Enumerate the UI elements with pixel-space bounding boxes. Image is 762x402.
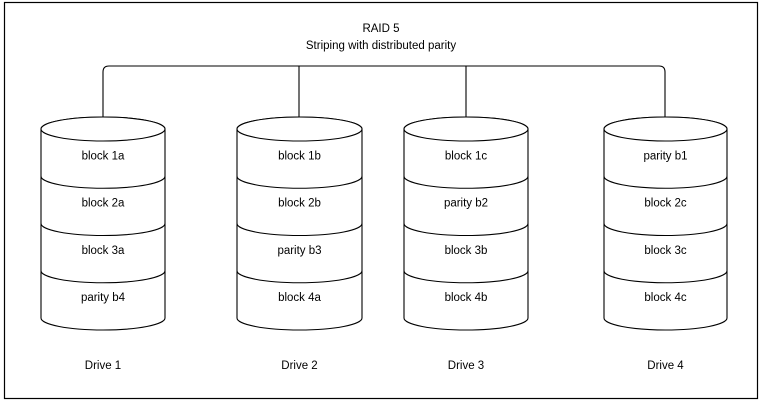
block-label-data: block 2b: [278, 198, 321, 210]
diagram-title: RAID 5: [362, 23, 399, 35]
block-separator: [40, 270, 166, 284]
block-label-data: block 3b: [445, 245, 488, 257]
block-separator: [236, 176, 363, 189]
drives-layer: block 1a block 2a block 3a parity b4 Drive 1…: [40, 116, 728, 372]
block-label-parity: parity b1: [643, 150, 687, 162]
drive-4[interactable]: parity b1 block 2c block 3c block 4c Drive 4: [603, 116, 728, 372]
drive-cylinder-top: [603, 116, 728, 142]
drive-cylinder-top: [236, 116, 363, 142]
block-separator: [603, 270, 728, 284]
block-separator: [40, 176, 166, 189]
drive-name-label: Drive 1: [85, 360, 121, 372]
block-label-data: block 4c: [644, 292, 686, 304]
diagram-subtitle: Striping with distributed parity: [306, 40, 456, 52]
block-label-data: block 4b: [445, 292, 488, 304]
block-separator: [40, 223, 166, 237]
block-separator: [236, 223, 363, 237]
drive-3[interactable]: block 1c parity b2 block 3b block 4b Drive 3: [403, 116, 529, 372]
block-label-data: block 2c: [644, 198, 686, 210]
block-separator: [403, 270, 529, 284]
block-separator: [403, 176, 529, 189]
drive-cylinder-top: [40, 116, 166, 142]
drive-name-label: Drive 4: [647, 360, 684, 372]
bus-horizontal-rail: [102, 65, 666, 118]
drive-2[interactable]: block 1b block 2b parity b3 block 4a Drive 2: [236, 116, 363, 372]
drive-name-label: Drive 2: [281, 360, 317, 372]
drive-cylinder-top: [403, 116, 529, 142]
block-label-data: block 1b: [278, 150, 321, 162]
drive-name-label: Drive 3: [448, 360, 484, 372]
block-label-parity: parity b3: [277, 245, 321, 257]
block-separator: [403, 223, 529, 237]
block-label-data: block 2a: [82, 198, 125, 210]
block-label-parity: parity b4: [81, 292, 126, 304]
block-label-data: block 1c: [445, 150, 487, 162]
block-separator: [603, 223, 728, 237]
block-label-data: block 4a: [278, 292, 321, 304]
raid-controller-bus: [102, 65, 666, 118]
block-label-parity: parity b2: [444, 198, 488, 210]
block-label-data: block 3c: [644, 245, 686, 257]
block-separator: [603, 176, 728, 189]
block-separator: [236, 270, 363, 284]
block-label-data: block 1a: [82, 150, 125, 162]
block-label-data: block 3a: [82, 245, 125, 257]
drive-1[interactable]: block 1a block 2a block 3a parity b4 Drive 1: [40, 116, 166, 372]
